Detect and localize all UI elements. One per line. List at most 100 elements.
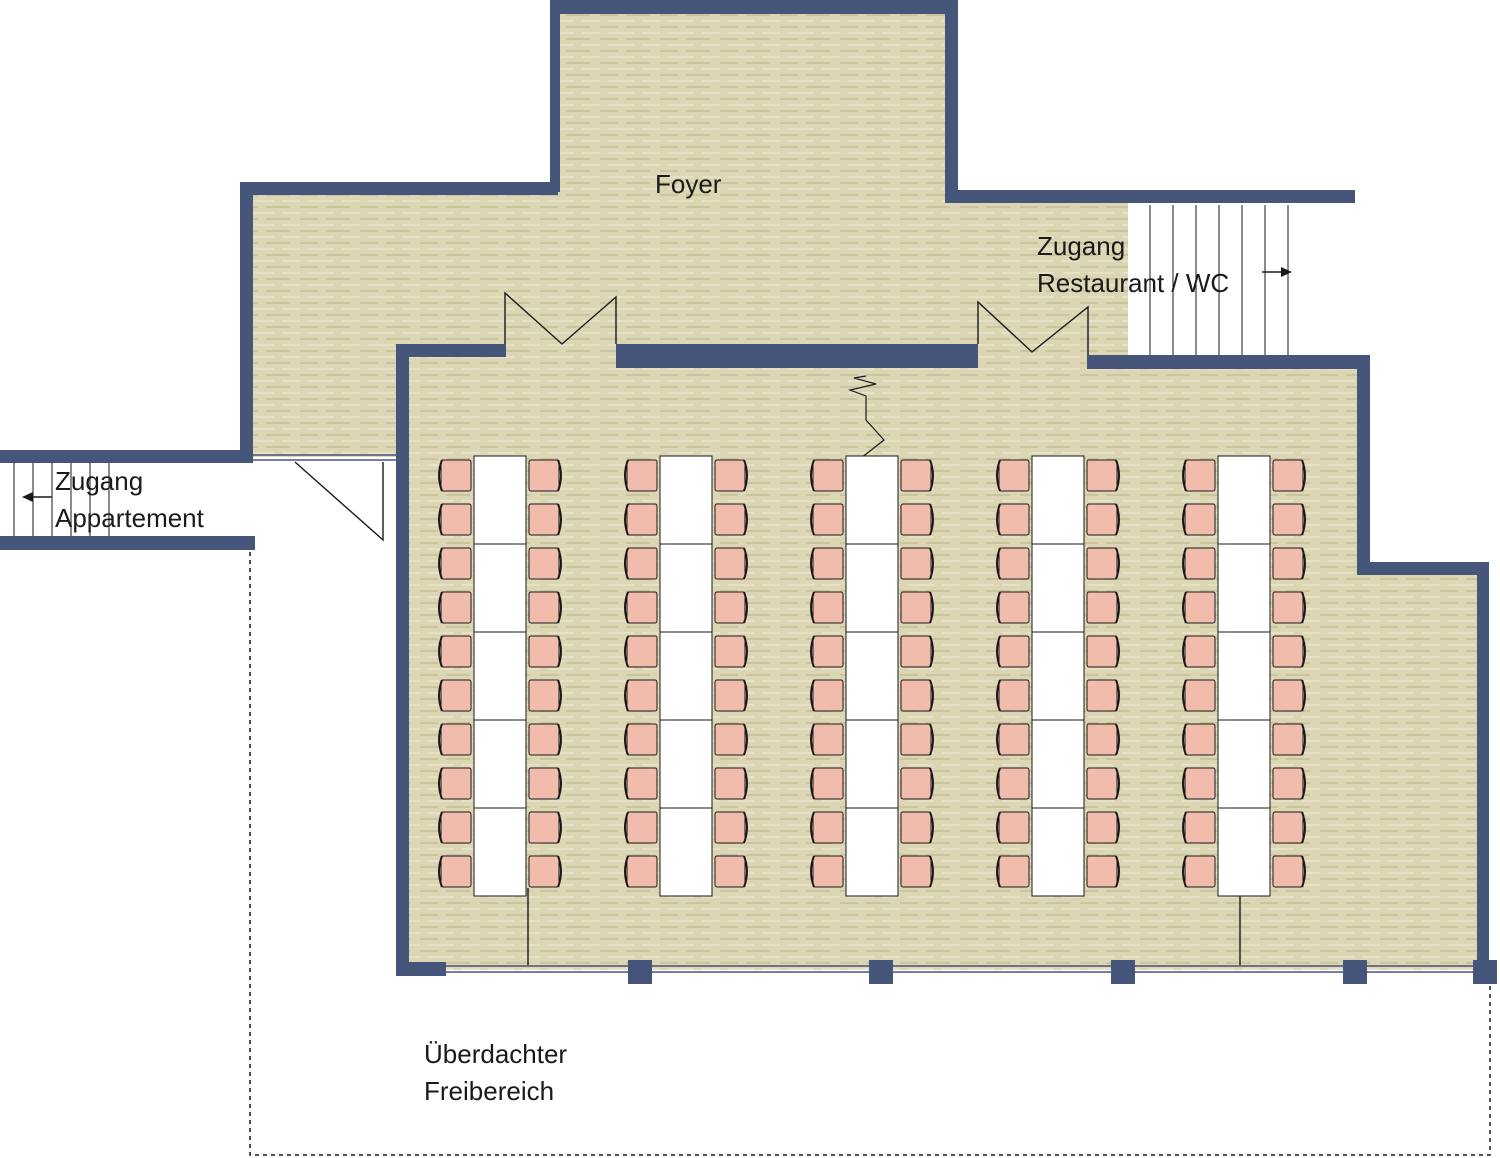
chair[interactable] (998, 723, 1030, 756)
chair[interactable] (1086, 723, 1118, 756)
chair[interactable] (528, 679, 560, 712)
chair[interactable] (900, 767, 932, 800)
chair[interactable] (812, 723, 844, 756)
chair[interactable] (440, 811, 472, 844)
chair[interactable] (626, 459, 658, 492)
door-foyer-right[interactable] (977, 300, 1089, 355)
chair[interactable] (528, 855, 560, 888)
chair[interactable] (812, 635, 844, 668)
door-foyer-left[interactable] (504, 291, 617, 345)
chair[interactable] (998, 547, 1030, 580)
chair[interactable] (714, 459, 746, 492)
chair[interactable] (1086, 635, 1118, 668)
chair[interactable] (1184, 503, 1216, 536)
chair[interactable] (1184, 855, 1216, 888)
table[interactable] (845, 631, 899, 721)
chair[interactable] (1272, 723, 1304, 756)
chair[interactable] (714, 723, 746, 756)
chair[interactable] (714, 767, 746, 800)
table[interactable] (1031, 719, 1085, 809)
table[interactable] (1031, 631, 1085, 721)
chair[interactable] (626, 855, 658, 888)
table[interactable] (473, 807, 527, 897)
chair[interactable] (1272, 547, 1304, 580)
chair[interactable] (998, 767, 1030, 800)
chair[interactable] (1272, 811, 1304, 844)
chair[interactable] (528, 503, 560, 536)
chair[interactable] (900, 503, 932, 536)
chair[interactable] (900, 459, 932, 492)
chair[interactable] (528, 811, 560, 844)
chair[interactable] (998, 591, 1030, 624)
chair[interactable] (1272, 635, 1304, 668)
chair[interactable] (714, 503, 746, 536)
table[interactable] (845, 807, 899, 897)
chair[interactable] (1086, 459, 1118, 492)
chair[interactable] (900, 723, 932, 756)
chair[interactable] (900, 811, 932, 844)
chair[interactable] (714, 855, 746, 888)
chair[interactable] (1086, 811, 1118, 844)
chair[interactable] (528, 547, 560, 580)
chair[interactable] (714, 591, 746, 624)
chair[interactable] (998, 679, 1030, 712)
chair[interactable] (812, 547, 844, 580)
chair[interactable] (714, 547, 746, 580)
chair[interactable] (626, 723, 658, 756)
chair[interactable] (1184, 547, 1216, 580)
chair[interactable] (440, 547, 472, 580)
chair[interactable] (528, 767, 560, 800)
table[interactable] (845, 543, 899, 633)
chair[interactable] (812, 767, 844, 800)
chair[interactable] (900, 855, 932, 888)
chair[interactable] (626, 635, 658, 668)
chair[interactable] (440, 591, 472, 624)
table[interactable] (473, 543, 527, 633)
chair[interactable] (440, 503, 472, 536)
table[interactable] (473, 455, 527, 545)
chair[interactable] (1086, 547, 1118, 580)
chair[interactable] (714, 811, 746, 844)
table[interactable] (1031, 543, 1085, 633)
chair[interactable] (998, 635, 1030, 668)
chair[interactable] (998, 811, 1030, 844)
chair[interactable] (900, 635, 932, 668)
chair[interactable] (1086, 591, 1118, 624)
chair[interactable] (528, 591, 560, 624)
chair[interactable] (900, 547, 932, 580)
chair[interactable] (714, 635, 746, 668)
chair[interactable] (1184, 679, 1216, 712)
chair[interactable] (1184, 459, 1216, 492)
table[interactable] (1031, 455, 1085, 545)
chair[interactable] (1272, 503, 1304, 536)
chair[interactable] (440, 679, 472, 712)
chair[interactable] (812, 591, 844, 624)
chair[interactable] (1272, 459, 1304, 492)
chair[interactable] (812, 503, 844, 536)
chair[interactable] (812, 679, 844, 712)
chair[interactable] (1184, 723, 1216, 756)
chair[interactable] (998, 855, 1030, 888)
chair[interactable] (626, 591, 658, 624)
table[interactable] (845, 455, 899, 545)
chair[interactable] (1272, 591, 1304, 624)
table[interactable] (1031, 807, 1085, 897)
chair[interactable] (626, 547, 658, 580)
table[interactable] (473, 719, 527, 809)
chair[interactable] (1086, 855, 1118, 888)
chair[interactable] (1184, 767, 1216, 800)
chair[interactable] (998, 459, 1030, 492)
chair[interactable] (440, 855, 472, 888)
chair[interactable] (1272, 679, 1304, 712)
chair[interactable] (528, 723, 560, 756)
chair[interactable] (900, 591, 932, 624)
chair[interactable] (1272, 767, 1304, 800)
chair[interactable] (1184, 591, 1216, 624)
chair[interactable] (440, 459, 472, 492)
chair[interactable] (626, 811, 658, 844)
chair[interactable] (714, 679, 746, 712)
chair[interactable] (528, 635, 560, 668)
table[interactable] (659, 543, 713, 633)
table[interactable] (1217, 455, 1271, 545)
chair[interactable] (998, 503, 1030, 536)
